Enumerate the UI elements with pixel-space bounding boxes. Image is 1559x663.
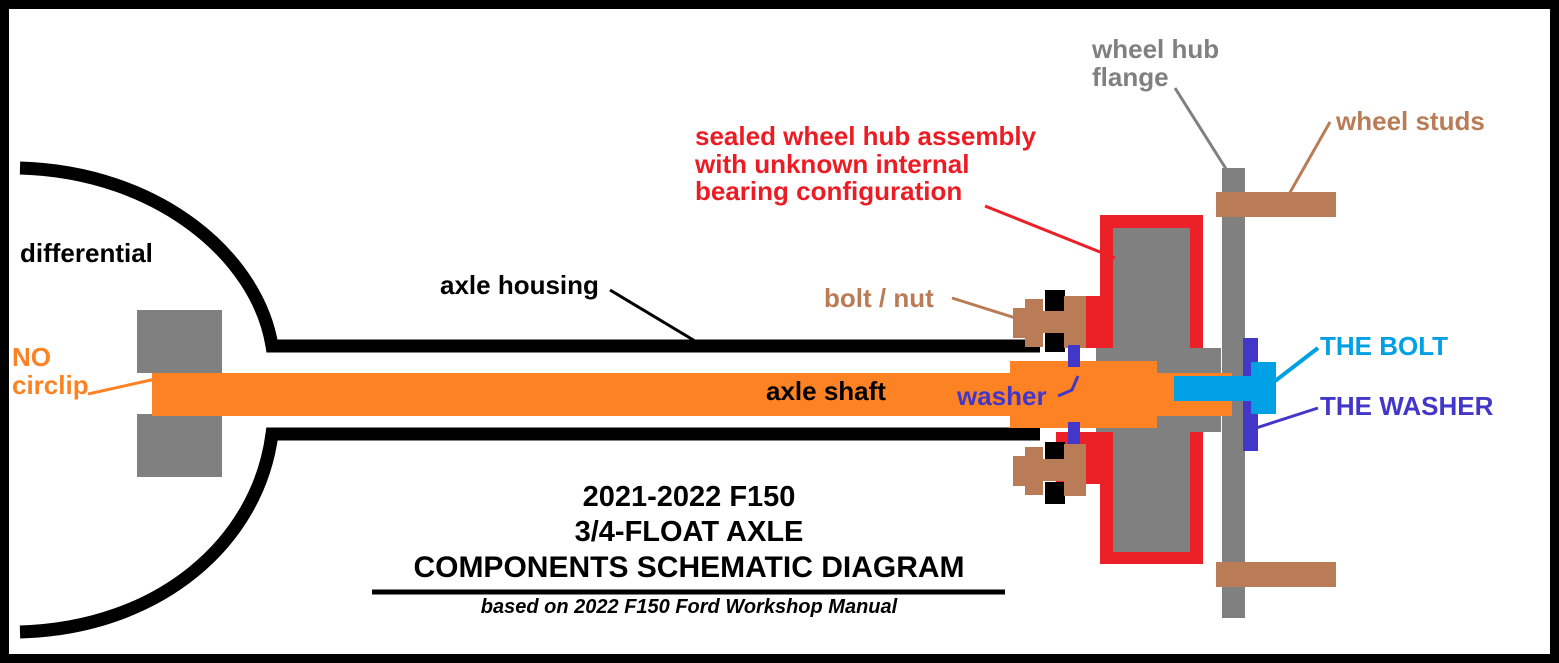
title-subtitle: based on 2022 F150 Ford Workshop Manual bbox=[480, 595, 898, 618]
differential-bearing-blocks bbox=[137, 310, 222, 477]
label-bolt-nut: bolt / nut bbox=[824, 283, 934, 313]
label-the-bolt: THE BOLT bbox=[1320, 331, 1449, 361]
title-line-3: COMPONENTS SCHEMATIC DIAGRAM bbox=[413, 550, 965, 584]
label-the-washer: THE WASHER bbox=[1320, 391, 1494, 421]
leader-axle-housing bbox=[609, 288, 701, 346]
title-block: 2021-2022 F150 3/4-FLOAT AXLE COMPONENTS… bbox=[372, 480, 1006, 619]
the-bolt-part bbox=[1174, 362, 1276, 414]
axle-shaft bbox=[152, 361, 1232, 428]
label-axle-housing: axle housing bbox=[440, 270, 599, 300]
title-line-1: 2021-2022 F150 bbox=[582, 481, 796, 513]
leader-sealed-hub bbox=[984, 204, 1116, 260]
label-sealed-hub-assembly: sealed wheel hub assembly with unknown i… bbox=[695, 121, 1037, 207]
bolt-nut-upper bbox=[1013, 290, 1086, 352]
label-axle-shaft: axle shaft bbox=[766, 376, 886, 406]
leader-the-washer bbox=[1255, 406, 1319, 430]
label-wheel-hub-flange: wheel hub flange bbox=[1092, 34, 1220, 92]
label-wheel-studs: wheel studs bbox=[1336, 106, 1485, 136]
leader-the-bolt bbox=[1264, 346, 1320, 390]
label-no-circlip: NO circlip bbox=[12, 342, 89, 400]
bolt-nut-lower bbox=[1013, 442, 1086, 504]
leader-no-circlip bbox=[87, 376, 161, 396]
title-line-2: 3/4-FLOAT AXLE bbox=[574, 515, 804, 548]
label-washer: washer bbox=[957, 381, 1047, 411]
leader-lines bbox=[87, 87, 1332, 595]
differential-housing bbox=[19, 161, 1040, 639]
label-differential: differential bbox=[20, 238, 153, 268]
leader-bolt-nut bbox=[951, 296, 1023, 322]
leader-hub-flange bbox=[1173, 87, 1230, 173]
leader-washer bbox=[1057, 375, 1080, 398]
leader-wheel-studs bbox=[1286, 121, 1332, 197]
wheel-studs bbox=[1216, 192, 1336, 587]
